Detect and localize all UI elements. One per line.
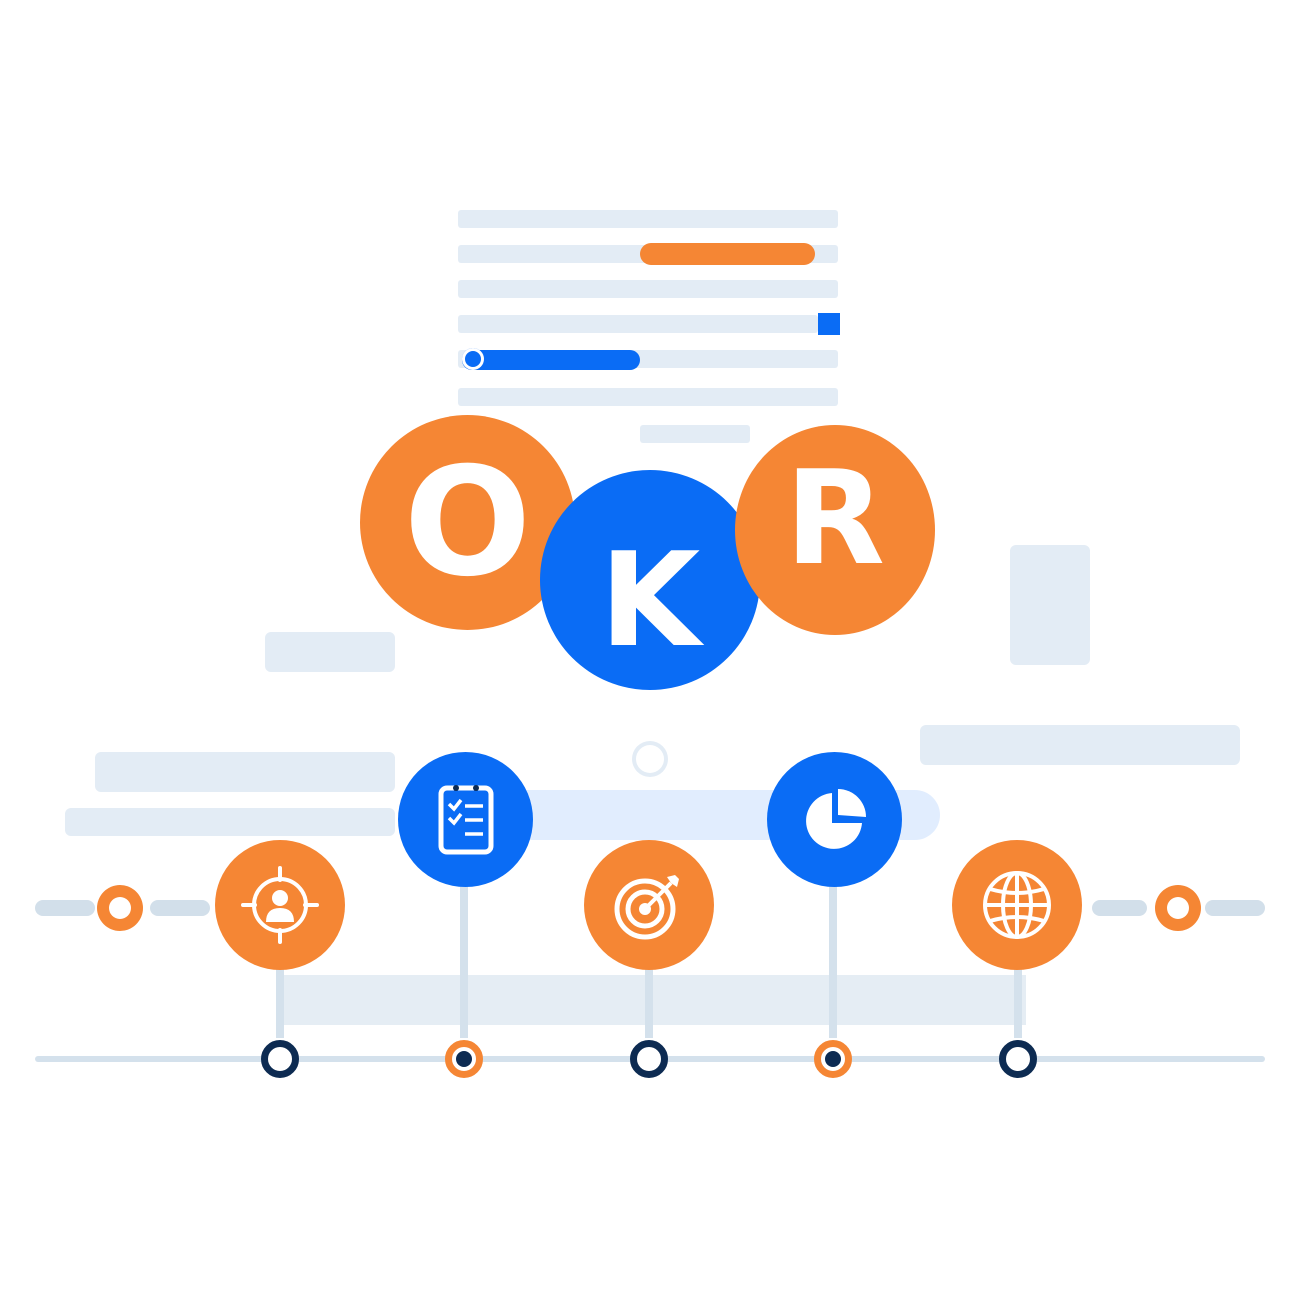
globe-icon (983, 871, 1051, 939)
letter-r-circle: R (735, 425, 935, 635)
panel-line (458, 315, 818, 333)
panel-line (640, 425, 750, 443)
panel-line (458, 280, 838, 298)
highlight-square-blue (818, 313, 840, 335)
letter-o: O (403, 435, 532, 610)
icon-node-person-target (215, 840, 345, 970)
letter-k: K (599, 524, 701, 676)
decor-shape-left (65, 808, 395, 836)
icon-node-globe (952, 840, 1082, 970)
decor-shape-left (265, 632, 395, 672)
icon-node-checklist (398, 752, 533, 887)
timeline-node-2 (445, 1040, 483, 1078)
side-dot-left (97, 885, 143, 931)
timeline-node-5 (999, 1040, 1037, 1078)
panel-line (458, 388, 838, 406)
decor-shape-right (1010, 545, 1090, 665)
side-pill-left (150, 900, 210, 916)
connector-line (460, 880, 468, 1038)
side-dot-right (1155, 885, 1201, 931)
letter-o-circle: O (360, 415, 575, 630)
timeline-node-3 (630, 1040, 668, 1078)
side-pill-right (1092, 900, 1147, 916)
timeline-node-4 (814, 1040, 852, 1078)
pie-chart-icon (805, 788, 866, 849)
center-dot (636, 745, 664, 773)
checklist-icon (438, 784, 493, 854)
icon-node-bullseye (584, 840, 714, 970)
bullet-dot (462, 348, 484, 370)
highlight-bar-blue (462, 350, 640, 370)
panel-line (458, 210, 838, 228)
timeline-node-1 (261, 1040, 299, 1078)
person-target-icon (241, 866, 319, 944)
bullseye-icon (614, 875, 679, 940)
letter-r: R (784, 441, 886, 594)
highlight-bar-orange (640, 243, 815, 265)
side-pill-left (35, 900, 95, 916)
side-pill-right (1205, 900, 1265, 916)
letter-k-circle: K (540, 470, 760, 690)
connector-line (829, 880, 837, 1038)
icon-node-pie-chart (767, 752, 902, 887)
connector-band (276, 975, 1026, 1025)
decor-shape-left (95, 752, 395, 792)
decor-shape-right (920, 725, 1240, 765)
